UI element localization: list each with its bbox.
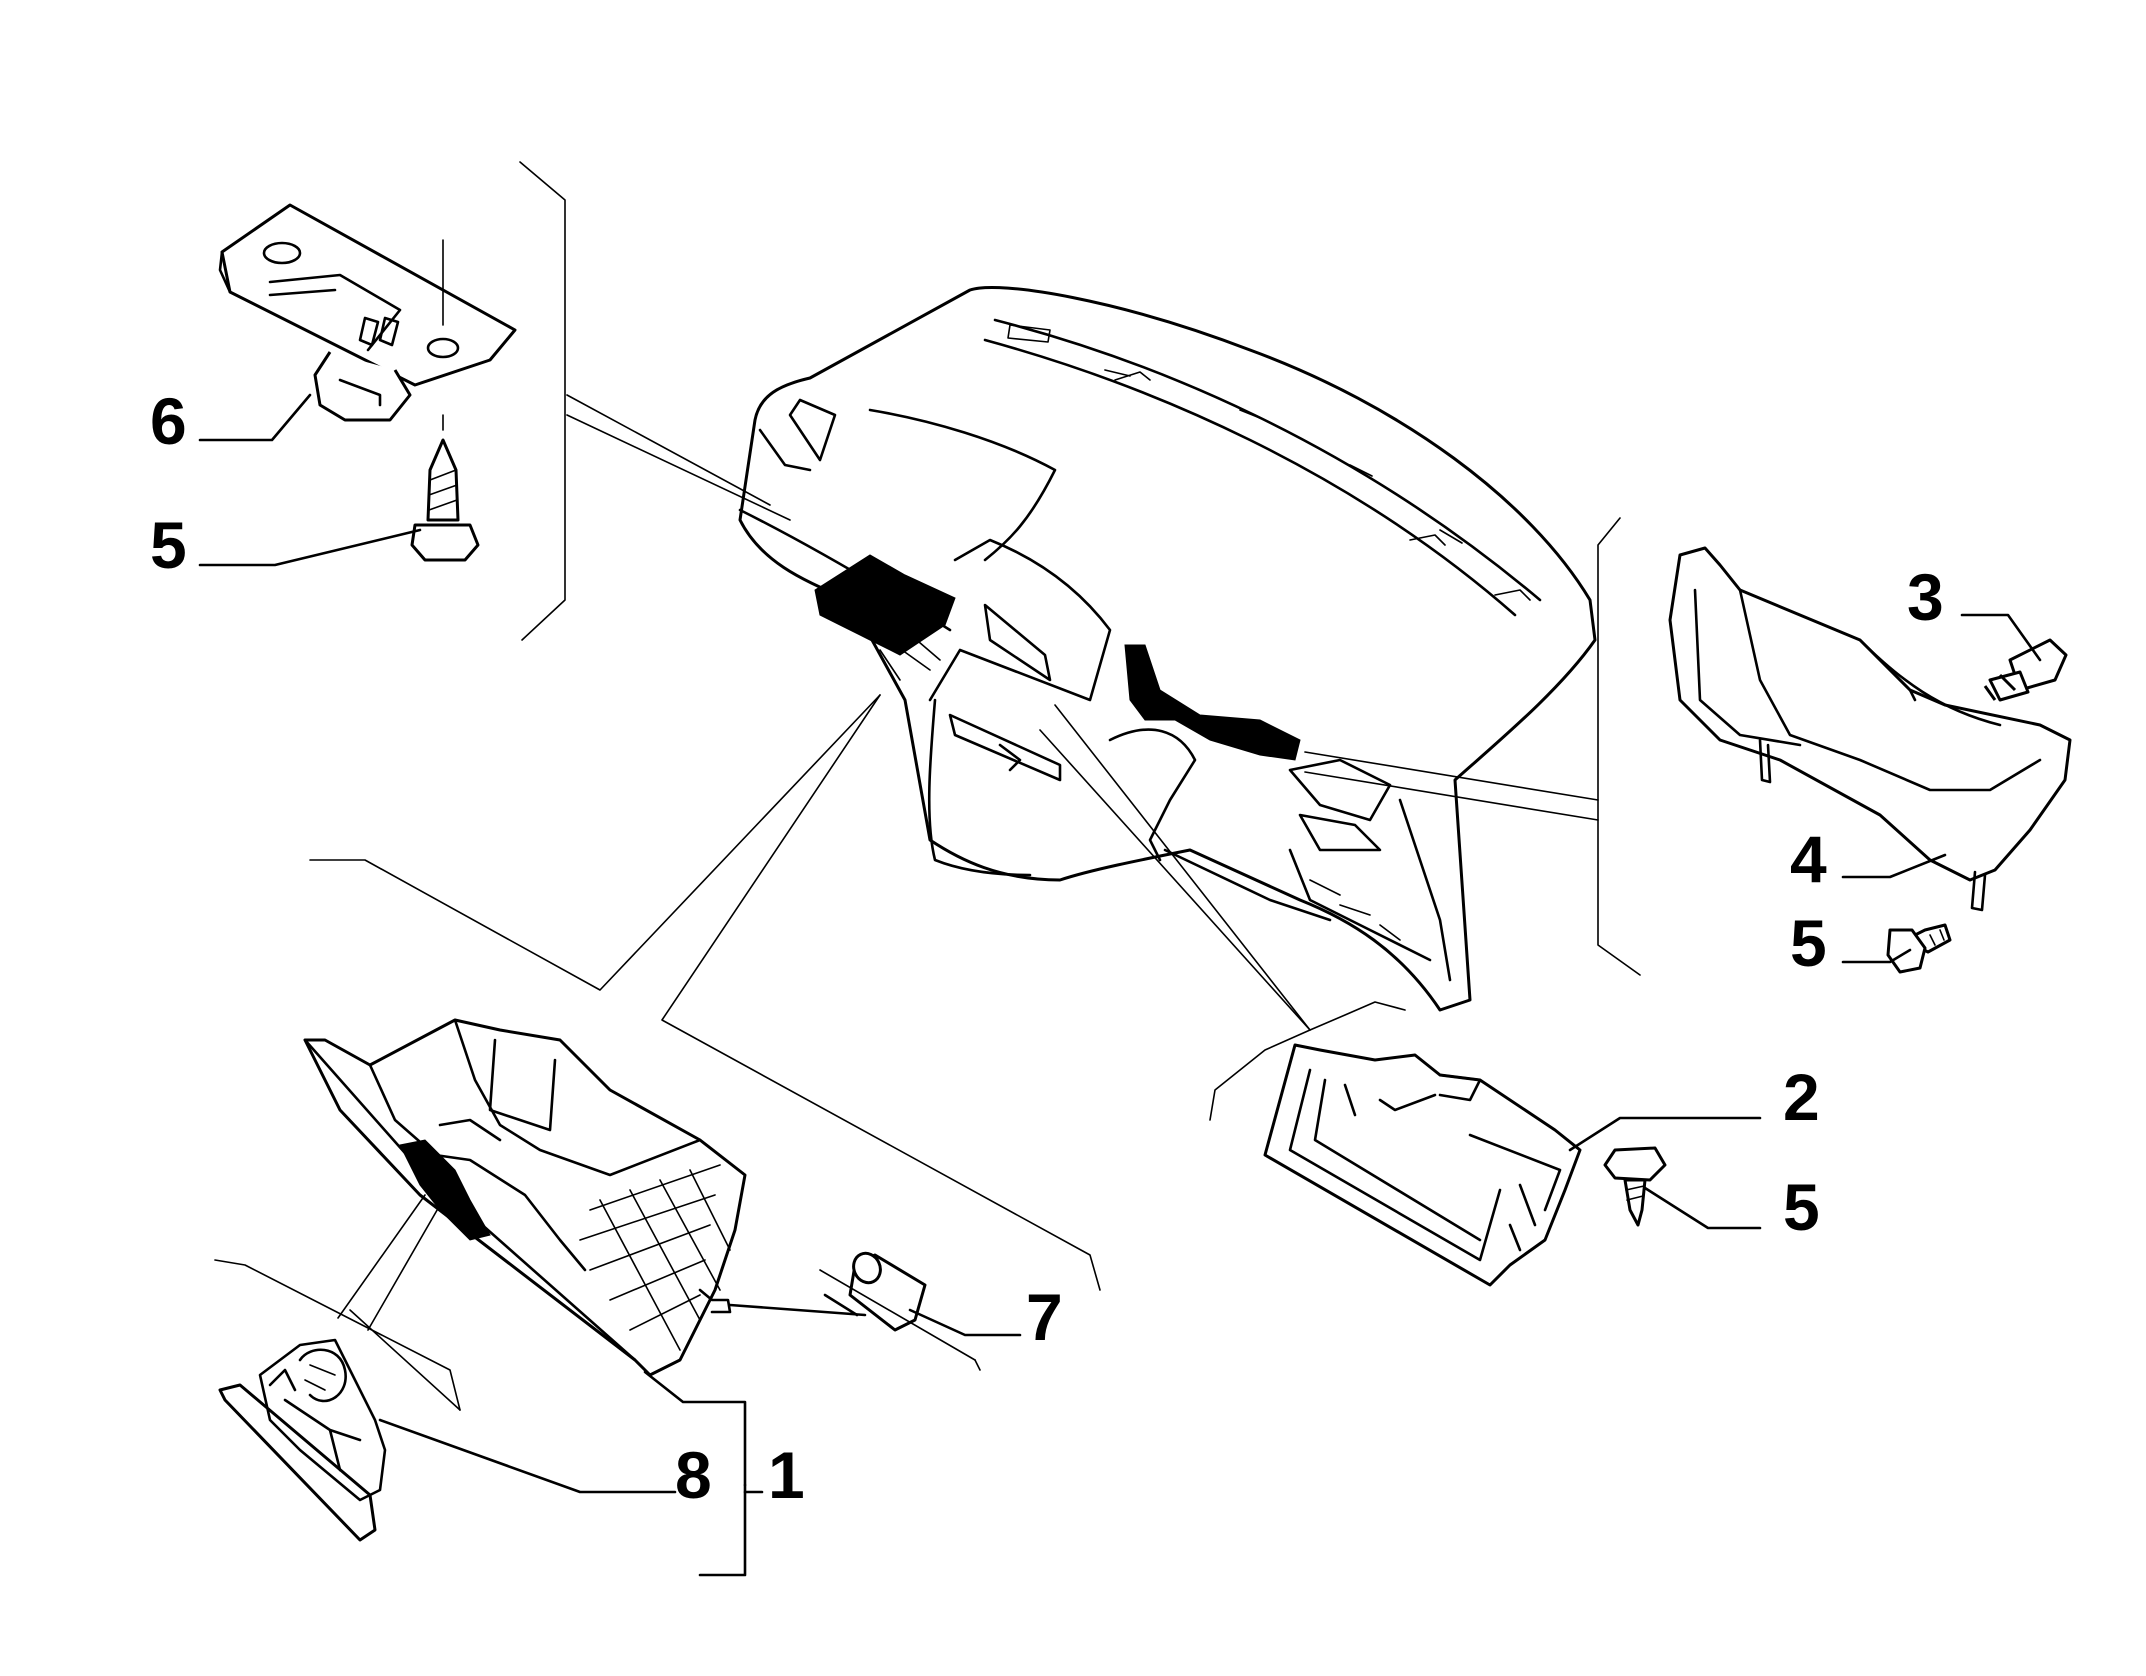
part-5-screw-top-left bbox=[410, 438, 480, 562]
part-2-storage-drawer bbox=[1263, 1043, 1582, 1287]
zone-outline-lines bbox=[214, 161, 1641, 1411]
callout-6: 6 bbox=[150, 384, 187, 458]
callout-5-right-upper: 5 bbox=[1790, 906, 1827, 980]
part-6-bracket bbox=[218, 203, 517, 431]
dashboard-assembly bbox=[738, 286, 1597, 1012]
part-1-glove-box bbox=[303, 1018, 747, 1377]
callout-2: 2 bbox=[1783, 1060, 1820, 1134]
part-7-bushing bbox=[848, 1251, 927, 1332]
callout-1: 1 bbox=[768, 1438, 805, 1512]
callout-5-top-left: 5 bbox=[150, 508, 187, 582]
callout-labels: 6 5 3 4 5 2 5 7 8 1 bbox=[150, 384, 1944, 1512]
part-4-trim-cover bbox=[1668, 546, 2072, 912]
part-3-bolt bbox=[1983, 638, 2068, 702]
callout-3: 3 bbox=[1907, 560, 1944, 634]
part-8-latch bbox=[218, 1338, 387, 1542]
leader-lines bbox=[198, 393, 2042, 1577]
callout-7: 7 bbox=[1026, 1280, 1063, 1354]
part-5-screw-right-upper bbox=[1886, 923, 1952, 974]
callout-8: 8 bbox=[675, 1438, 712, 1512]
callout-5-right-lower: 5 bbox=[1783, 1170, 1820, 1244]
part-5-screw-right-lower bbox=[1603, 1146, 1667, 1227]
callout-4: 4 bbox=[1790, 822, 1827, 896]
